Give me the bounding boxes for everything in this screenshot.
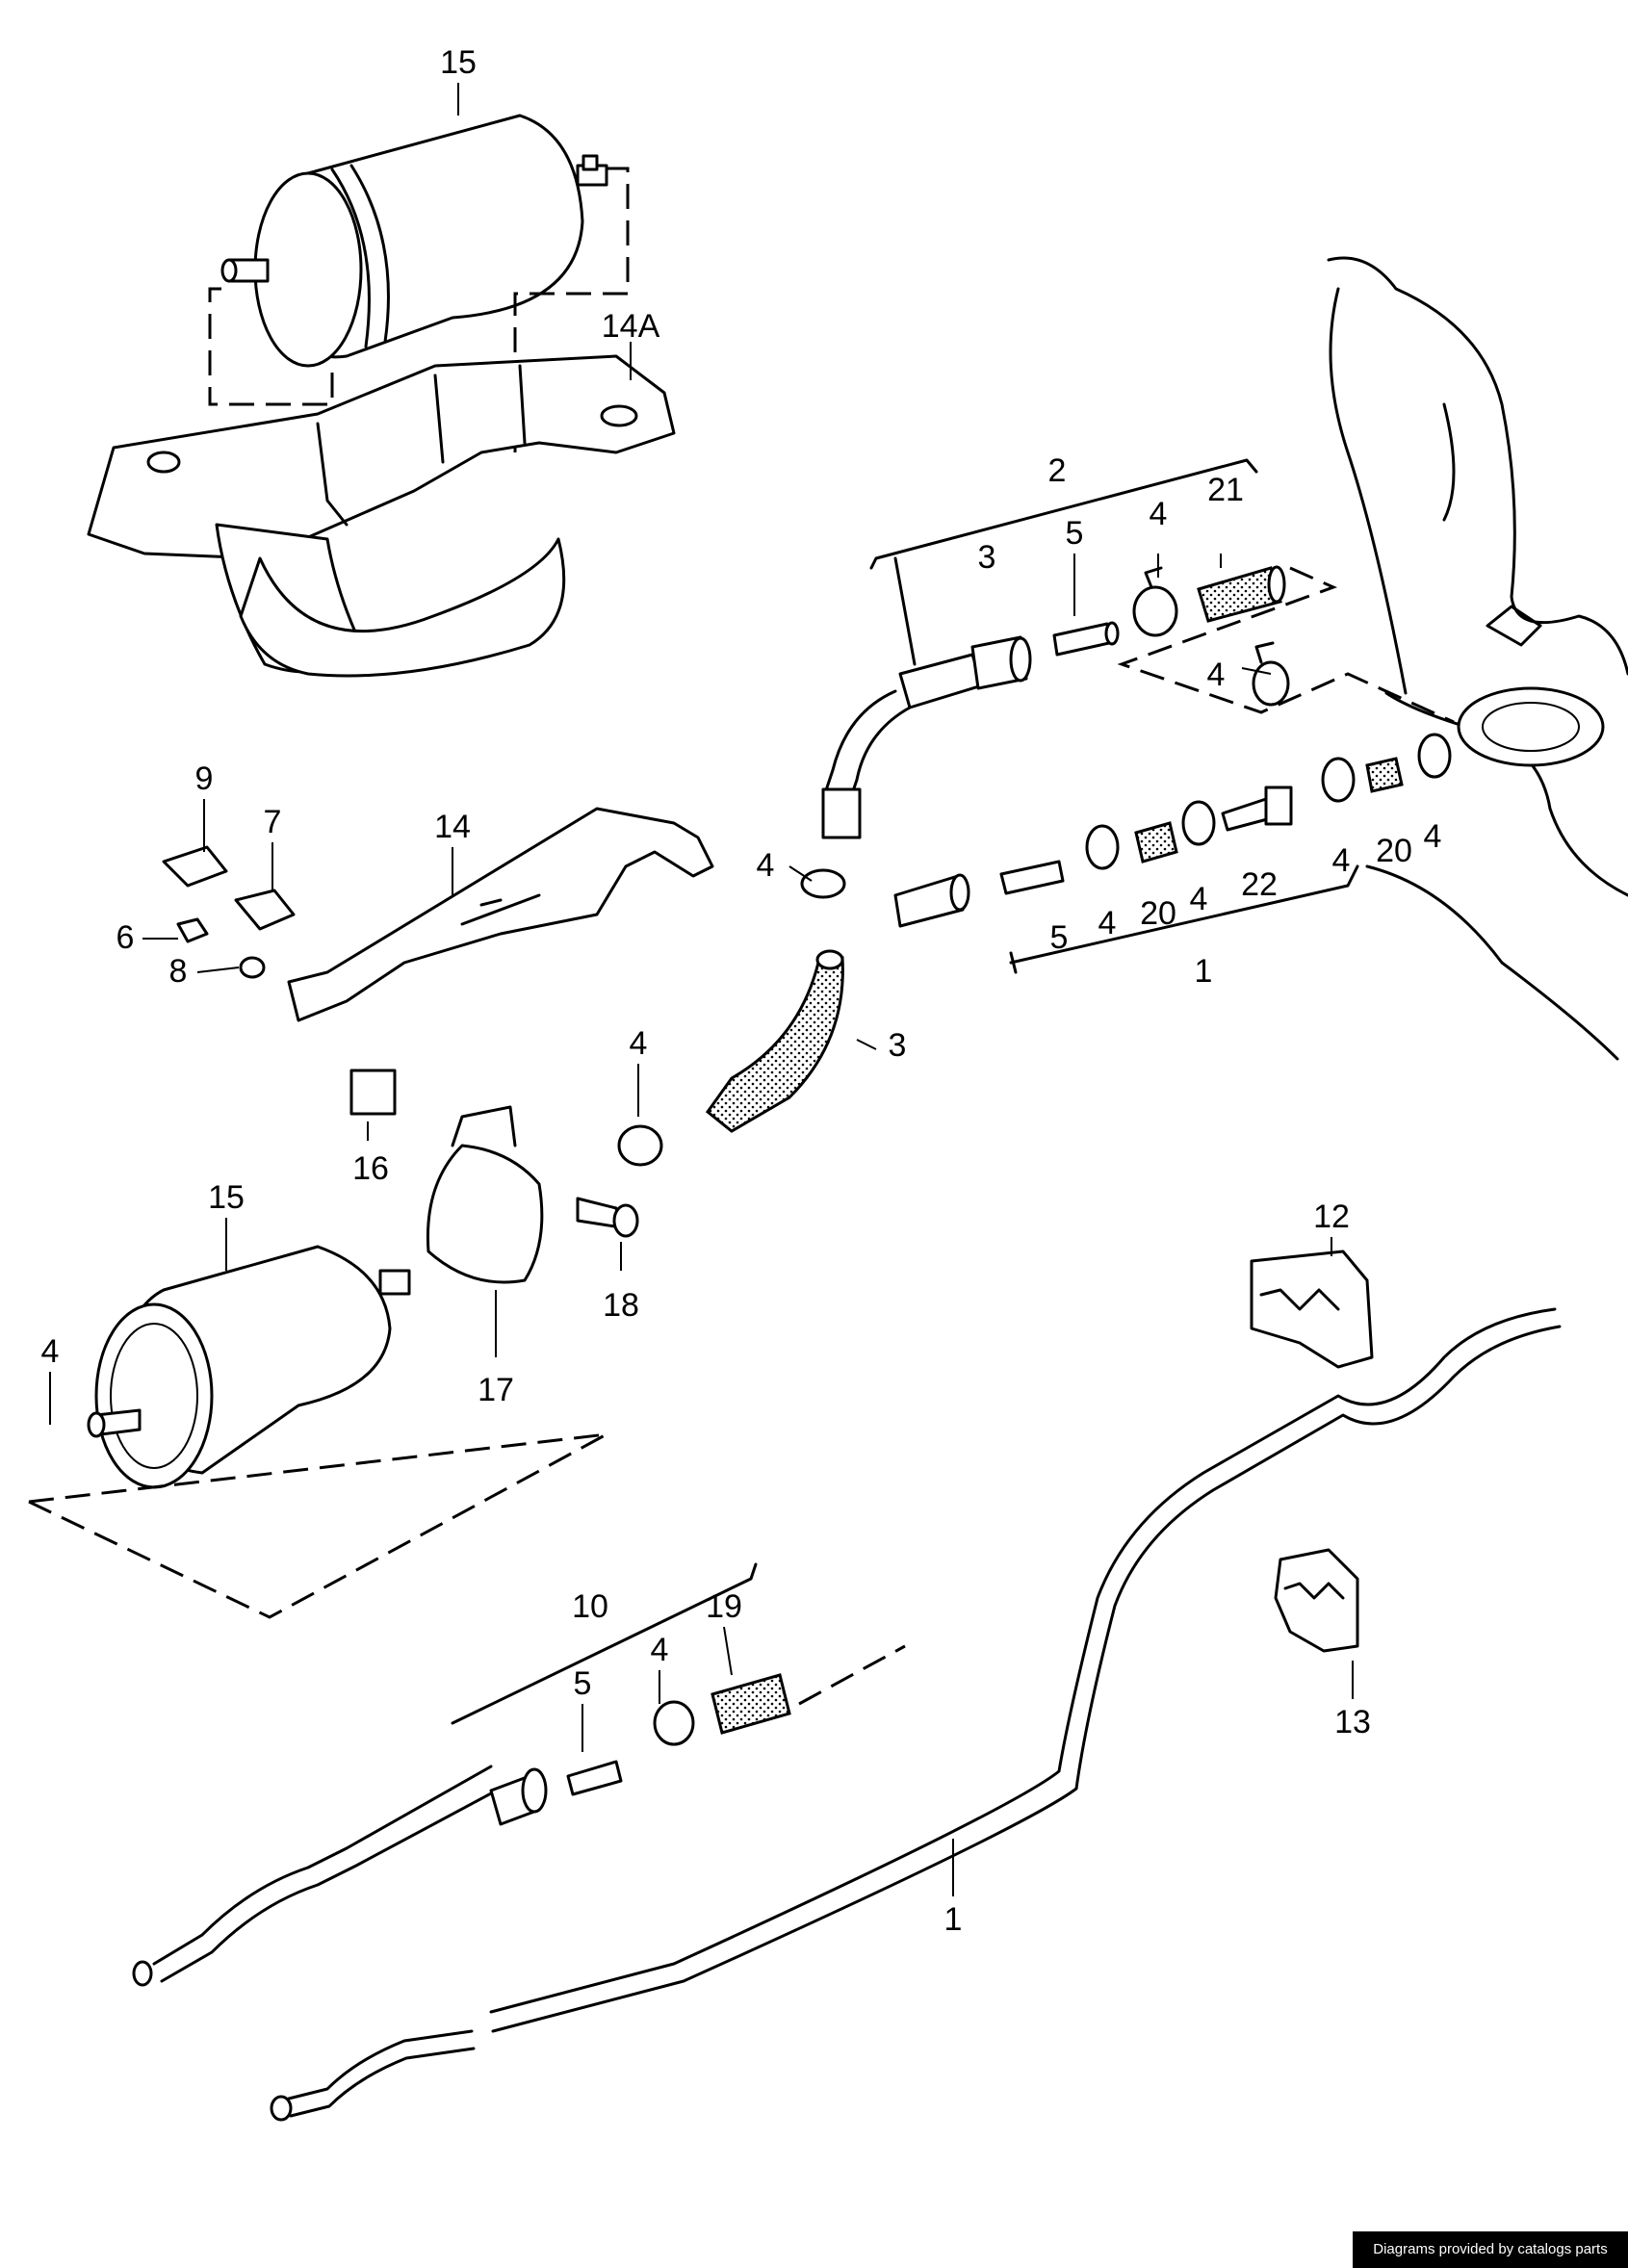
part-label: 21 (1207, 472, 1244, 508)
part-label: 9 (195, 760, 214, 797)
part-label: 5 (574, 1665, 592, 1702)
line-holder-13 (1274, 1548, 1359, 1653)
part-label: 5 (1050, 919, 1069, 956)
part-labels: 15 14A 2 3 5 4 21 4 9 7 14 6 8 4 5 4 20 … (41, 44, 1442, 1938)
rubber-block-16 (349, 1069, 397, 1116)
part-label: 15 (440, 44, 477, 81)
bracket-14A (87, 354, 676, 678)
clamp-mid (617, 868, 846, 1167)
part-label: 18 (603, 1287, 639, 1324)
part-label: 4 (651, 1632, 669, 1668)
part-label: 14A (602, 308, 660, 345)
part-label: 4 (1424, 818, 1442, 855)
part-label: 4 (41, 1333, 60, 1370)
leader-lines (49, 83, 1354, 1896)
part-label: 10 (572, 1588, 608, 1625)
part-label: 1 (944, 1901, 963, 1938)
part-label: 16 (352, 1150, 389, 1187)
part-label: 4 (1098, 905, 1117, 941)
fuel-filter-middle (87, 1245, 411, 1489)
bracket-line-2 (869, 458, 1258, 570)
fuel-filter-top (220, 114, 608, 368)
part-label: 3 (978, 539, 996, 576)
part-label: 13 (1334, 1704, 1371, 1740)
part-label: 1 (1195, 953, 1213, 990)
part-label: 7 (264, 804, 282, 840)
part-label: 4 (1332, 842, 1351, 879)
part-label: 20 (1376, 833, 1412, 869)
part-label: 19 (706, 1588, 742, 1625)
part-label: 17 (478, 1372, 514, 1408)
small-parts-9-7-6-8 (162, 845, 296, 979)
part-label: 4 (1207, 657, 1226, 693)
credit-caption: Diagrams provided by catalogs parts (1353, 2231, 1628, 2268)
part-label: 4 (1150, 496, 1168, 532)
part-label: 12 (1313, 1198, 1350, 1235)
part-label: 4 (1190, 881, 1208, 917)
hose-3-lower (705, 956, 844, 1133)
part-label: 4 (630, 1025, 648, 1062)
part-label: 4 (757, 847, 775, 884)
fuel-line-lower (893, 733, 1452, 928)
part-label: 20 (1140, 895, 1176, 932)
fuel-tank-outline (1327, 256, 1628, 1061)
long-fuel-line-1 (270, 1307, 1562, 2122)
line-holder-12 (1250, 1250, 1374, 1369)
part-label: 14 (434, 809, 471, 845)
part-label: 5 (1066, 515, 1084, 552)
part-label: 2 (1048, 452, 1067, 489)
part-label: 6 (116, 919, 135, 956)
part-label: 3 (889, 1027, 907, 1064)
line-assembly-10 (132, 1673, 791, 1987)
mounting-bracket-14 (287, 807, 714, 1022)
part-label: 15 (208, 1179, 245, 1216)
part-label: 22 (1241, 866, 1278, 903)
fuel-hose-upper (821, 565, 1286, 839)
filter-strap-17 (426, 1105, 639, 1284)
part-label: 8 (169, 953, 188, 990)
